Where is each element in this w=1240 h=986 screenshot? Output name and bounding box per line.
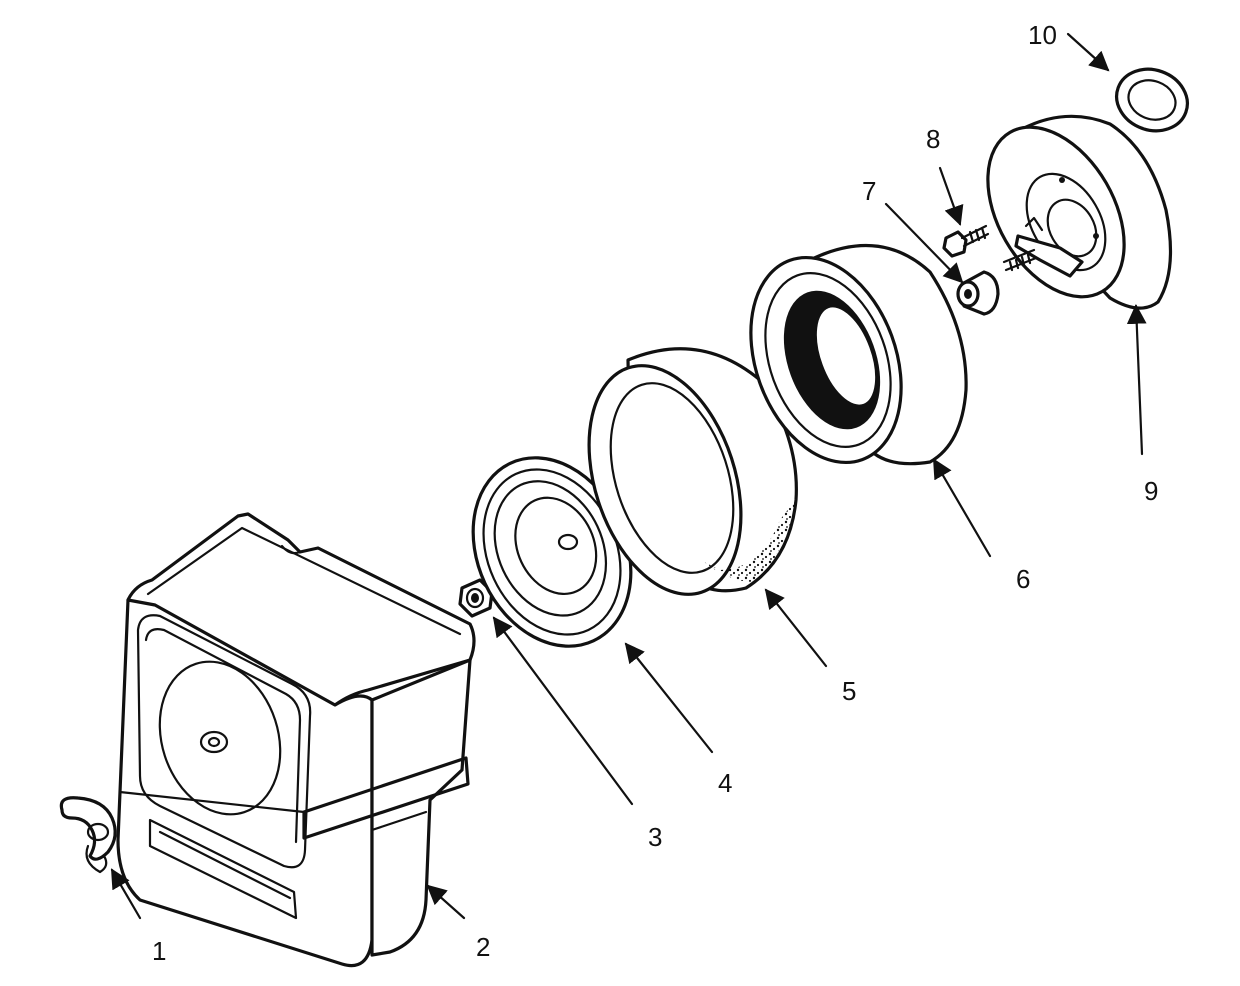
part-precleaner xyxy=(587,347,798,596)
callout-labels: 1 2 3 4 5 6 7 8 9 10 xyxy=(152,20,1158,966)
part-filter-element xyxy=(749,243,968,466)
leader-1 xyxy=(110,868,142,920)
callout-2: 2 xyxy=(476,932,490,962)
leader-lines xyxy=(110,32,1147,920)
callout-8: 8 xyxy=(926,124,940,154)
part-screw xyxy=(942,224,990,258)
callout-4: 4 xyxy=(718,768,732,798)
callout-9: 9 xyxy=(1144,476,1158,506)
part-backplate xyxy=(986,114,1173,310)
callout-6: 6 xyxy=(1016,564,1030,594)
part-nut xyxy=(458,578,494,618)
leader-7 xyxy=(884,202,964,284)
leader-4 xyxy=(624,642,714,754)
callout-7: 7 xyxy=(862,176,876,206)
leader-2 xyxy=(426,884,466,920)
callout-10: 10 xyxy=(1028,20,1057,50)
leader-6 xyxy=(932,458,992,558)
part-wing-nut xyxy=(59,796,117,874)
leader-3 xyxy=(492,616,634,806)
leader-5 xyxy=(764,588,828,668)
leader-9 xyxy=(1126,304,1147,456)
part-spacer xyxy=(956,270,1000,316)
part-gasket xyxy=(1115,67,1189,133)
part-plate xyxy=(471,456,633,648)
leader-8 xyxy=(938,166,964,226)
callout-1: 1 xyxy=(152,936,166,966)
callout-5: 5 xyxy=(842,676,856,706)
callout-3: 3 xyxy=(648,822,662,852)
leader-10 xyxy=(1066,32,1110,72)
part-cover xyxy=(116,512,476,968)
